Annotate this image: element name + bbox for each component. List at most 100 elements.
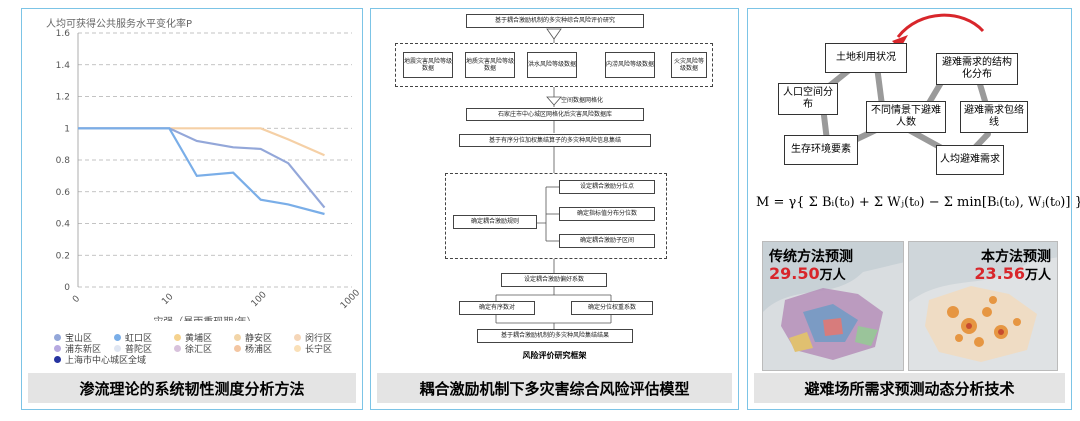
y-tick-label: 1.6 — [56, 29, 71, 39]
flow-rule: 确定耦合激励规则 — [453, 215, 537, 229]
legend-label: 闵行区 — [305, 334, 333, 344]
flow-weight: 确定分位权重系数 — [571, 301, 653, 315]
legend-swatch — [54, 345, 61, 352]
legend-swatch — [294, 334, 301, 341]
x-tick-label: 100 — [250, 290, 269, 309]
node-scenario-count: 不同情景下避难人数 — [866, 101, 946, 133]
series-line — [78, 127, 325, 216]
node-population: 人口空间分布 — [778, 83, 838, 115]
legend-label: 浦东新区 — [65, 345, 102, 355]
flow-step-2: 确定指标值分布分位数 — [559, 207, 655, 221]
hazard-box-1: 地震灾害风险等级数据 — [403, 52, 453, 78]
legend-item[interactable]: 宝山区 — [54, 331, 114, 344]
flow-result: 基于耦合激励机制的多灾种风险集结结果 — [477, 329, 633, 343]
y-tick-label: 0.8 — [56, 156, 71, 166]
map-traditional-image — [763, 242, 903, 360]
legend-item[interactable]: 长宁区 — [294, 342, 354, 355]
x-tick-label: 10 — [160, 292, 175, 307]
flow-frame-title: 风险评价研究框架 — [522, 351, 587, 360]
map-proposed-unit: 万人 — [1024, 268, 1051, 283]
flow-db: 石家庄市中心城区网格化后灾害风险数据库 — [466, 108, 644, 121]
map-proposed: 本方法预测 23.56万人 — [908, 241, 1058, 371]
legend-item[interactable]: 上海市中心城区全域 — [54, 353, 146, 366]
map-traditional-unit: 万人 — [819, 268, 846, 283]
shelter-demand-panel: 土地利用状况 避难需求的结构化分布 人口空间分布 不同情景下避难人数 避难需求包… — [747, 8, 1080, 410]
hazard-box-2: 地质灾害风险等级数据 — [465, 52, 515, 78]
legend-label: 上海市中心城区全域 — [65, 356, 147, 366]
map-traditional-value: 29.50 — [769, 264, 820, 283]
x-tick-label: 1000 — [339, 288, 362, 311]
legend-swatch — [54, 334, 61, 341]
map-traditional-title: 传统方法预测 — [769, 249, 853, 265]
legend-item[interactable]: 徐汇区 — [174, 342, 234, 355]
map-proposed-value: 23.56 — [974, 264, 1025, 283]
legend-row: 宝山区 虹口区 黄埔区 静安区 闵行区 — [54, 331, 354, 344]
legend-swatch — [114, 345, 121, 352]
legend-swatch — [234, 334, 241, 341]
flow-pref: 设定耦合激励偏好系数 — [501, 273, 607, 287]
legend-swatch — [114, 334, 121, 341]
legend-label: 虹口区 — [125, 334, 153, 344]
legend-item[interactable]: 闵行区 — [294, 331, 354, 344]
legend-label: 宝山区 — [65, 334, 93, 344]
hazard-box-3: 洪水风险等级数据 — [527, 52, 577, 78]
hazard-data-group — [395, 43, 713, 87]
legend-label: 徐汇区 — [185, 345, 213, 355]
legend-label: 长宁区 — [305, 345, 333, 355]
legend-label: 黄埔区 — [185, 334, 213, 344]
legend-row: 上海市中心城区全域 — [54, 353, 354, 366]
legend-label: 杨浦区 — [245, 345, 273, 355]
flow-step-3: 确定耦合激励子区间 — [559, 234, 655, 248]
hazard-box-5: 火灾风险等级数据 — [671, 52, 707, 78]
flow-order: 确定有序数对 — [459, 301, 535, 315]
panel-caption-resilience: 渗流理论的系统韧性测度分析方法 — [28, 373, 356, 403]
map-proposed-title: 本方法预测 — [981, 249, 1051, 265]
flow-spatial: 空间数据网格化 — [561, 97, 604, 104]
legend-row: 浦东新区 普陀区 徐汇区 杨浦区 长宁区 — [54, 342, 354, 355]
y-tick-label: 0.6 — [56, 188, 71, 198]
legend-label: 静安区 — [245, 334, 273, 344]
node-structured-demand: 避难需求的结构化分布 — [936, 53, 1018, 85]
panel-caption-risk: 耦合激励机制下多灾害综合风险评估模型 — [377, 373, 732, 403]
formula: M = γ{ Σ Bᵢ(t₀) + Σ Wⱼ(t₀) − Σ min[Bᵢ(t₀… — [756, 195, 1080, 210]
node-envelope: 避难需求包络线 — [960, 101, 1028, 133]
y-tick-label: 0.4 — [56, 220, 71, 230]
flow-collect: 基于有序分位加权集结算子的多灾种风险信息集结 — [459, 134, 651, 147]
chart-title: 人均可获得公共服务水平变化率P — [46, 17, 192, 30]
map-proposed-image — [909, 242, 1057, 362]
legend-item[interactable]: 虹口区 — [114, 331, 174, 344]
chart-legend: 宝山区 虹口区 黄埔区 静安区 闵行区浦东新区 普陀区 徐汇区 杨浦区 长宁区上海市中心城区全域 — [54, 331, 354, 366]
legend-swatch — [54, 356, 61, 363]
coupling-group — [445, 173, 667, 259]
risk-model-panel: 基于耦合激励机制的多灾种综合风险评价研究 空间数据网格化 石家庄市中心城区网格化… — [370, 8, 739, 410]
y-tick-label: 1.4 — [56, 61, 71, 71]
map-proposed-result: 23.56万人 — [974, 264, 1051, 283]
x-tick-label: 0 — [71, 294, 82, 305]
map-traditional-result: 29.50万人 — [769, 264, 846, 283]
y-tick-label: 0 — [64, 283, 70, 293]
legend-item[interactable]: 杨浦区 — [234, 342, 294, 355]
flow-top: 基于耦合激励机制的多灾种综合风险评价研究 — [466, 14, 644, 28]
legend-item[interactable]: 黄埔区 — [174, 331, 234, 344]
node-land-use: 土地利用状况 — [825, 43, 907, 73]
panel-caption-shelter: 避难场所需求预测动态分析技术 — [754, 373, 1065, 403]
y-tick-label: 1.2 — [56, 93, 70, 103]
node-per-capita: 人均避难需求 — [936, 145, 1004, 175]
legend-item[interactable]: 普陀区 — [114, 342, 174, 355]
y-tick-label: 0.2 — [56, 251, 70, 261]
node-environment: 生存环境要素 — [784, 135, 858, 165]
map-traditional: 传统方法预测 29.50万人 — [762, 241, 904, 371]
legend-label: 普陀区 — [125, 345, 153, 355]
x-axis-label: 灾强（暴雨重现期/年） — [153, 315, 256, 321]
legend-item[interactable]: 浦东新区 — [54, 342, 114, 355]
legend-swatch — [294, 345, 301, 352]
legend-swatch — [174, 334, 181, 341]
y-tick-label: 1 — [64, 124, 70, 134]
legend-swatch — [174, 345, 181, 352]
legend-swatch — [234, 345, 241, 352]
legend-item[interactable]: 静安区 — [234, 331, 294, 344]
flow-step-1: 设定耦合激励分位点 — [559, 180, 655, 194]
hazard-box-4: 内涝风险等级数据 — [605, 52, 655, 78]
